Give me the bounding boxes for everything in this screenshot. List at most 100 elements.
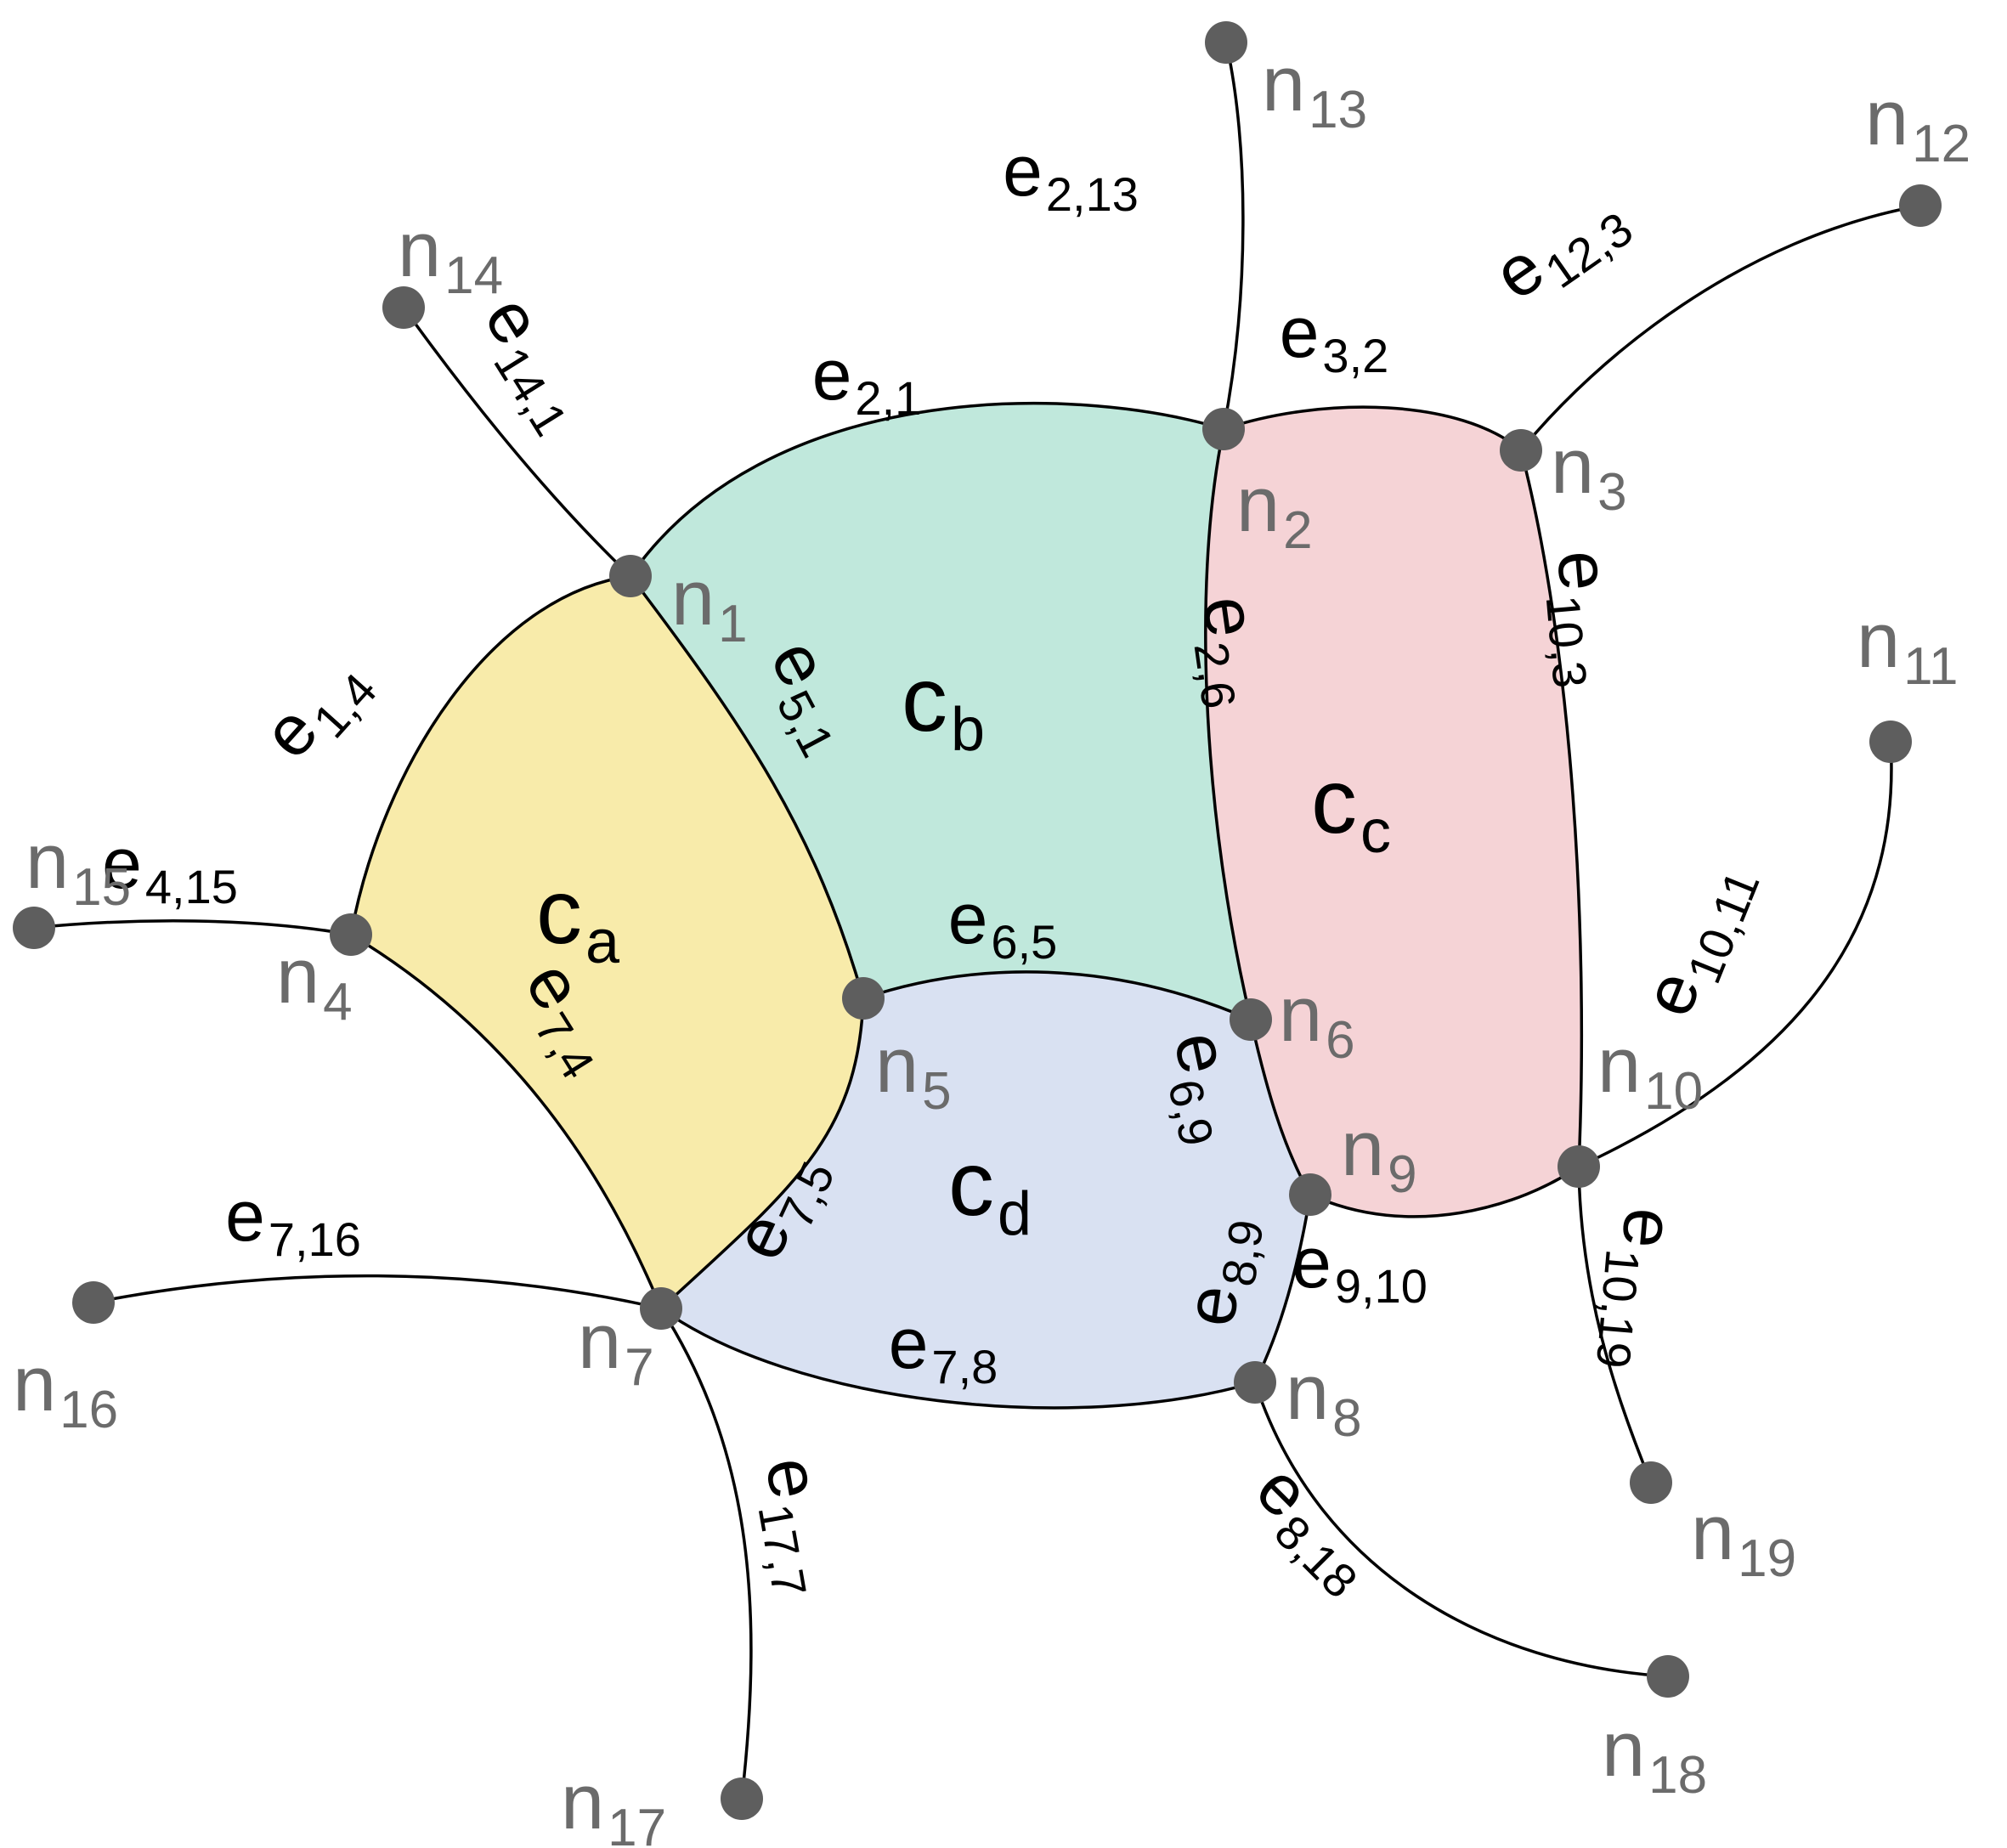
edge-label-e2-6-subscript: 2,6 — [1184, 639, 1246, 712]
node-label-n1-base: n — [671, 555, 715, 641]
node-label-n16: n16 — [13, 1341, 118, 1439]
node-label-n13-subscript: 13 — [1309, 81, 1367, 139]
node-n5 — [842, 977, 885, 1020]
node-label-n16-subscript: 16 — [59, 1381, 118, 1439]
node-label-n10-subscript: 10 — [1644, 1062, 1703, 1121]
node-label-n3: n3 — [1551, 423, 1627, 522]
node-label-n14-base: n — [398, 206, 441, 293]
node-label-n4-base: n — [276, 933, 319, 1020]
node-label-n19-subscript: 19 — [1738, 1529, 1796, 1588]
edge-label-e17-7: e17,7 — [741, 1451, 853, 1601]
node-label-n6-base: n — [1279, 971, 1322, 1058]
node-n16 — [72, 1281, 115, 1324]
node-label-n9-base: n — [1341, 1105, 1384, 1192]
node-label-n17-subscript: 17 — [608, 1799, 666, 1848]
node-label-n19: n19 — [1691, 1489, 1796, 1588]
node-label-n7-subscript: 7 — [625, 1338, 653, 1397]
edge-label-e6-5: e6,5 — [948, 879, 1058, 969]
node-label-n2-base: n — [1236, 461, 1280, 548]
edge-label-e8-9-subscript: 8,9 — [1211, 1217, 1273, 1290]
edge-label-e4-15-subscript: 4,15 — [145, 860, 238, 913]
edge-e2-1 — [629, 402, 1225, 578]
node-label-n13: n13 — [1262, 41, 1367, 139]
edge-e1-4 — [349, 574, 632, 936]
edge-label-e7-8: e7,8 — [889, 1303, 998, 1393]
node-label-n4: n4 — [276, 933, 353, 1031]
node-label-n18-base: n — [1602, 1706, 1645, 1793]
edge-e8-9 — [1253, 1193, 1312, 1384]
edge-label-e3-2: e3,2 — [1280, 292, 1389, 382]
edge-e9-10 — [1309, 1165, 1580, 1218]
node-label-n14: n14 — [398, 206, 503, 305]
edge-label-e1-4: e1,4 — [247, 638, 387, 779]
edge-label-e7-16-subscript: 7,16 — [269, 1212, 361, 1266]
node-label-n16-base: n — [13, 1341, 56, 1427]
node-label-n9: n9 — [1341, 1105, 1417, 1204]
edge-label-e8-18: e8,18 — [1234, 1449, 1394, 1608]
node-label-n19-base: n — [1691, 1489, 1734, 1576]
node-label-n12-subscript: 12 — [1912, 115, 1970, 173]
edge-label-e7-8-subscript: 7,8 — [931, 1340, 998, 1393]
node-n3 — [1500, 429, 1542, 472]
edge-e17-7 — [659, 1307, 753, 1800]
cell-d-label: cd — [948, 1132, 1032, 1248]
edge-label-e10-11: e10,11 — [1627, 850, 1770, 1031]
node-label-n8-base: n — [1286, 1349, 1329, 1436]
node-n11 — [1869, 721, 1912, 763]
node-n15 — [13, 907, 55, 949]
edge-e7-8 — [659, 1307, 1257, 1410]
node-label-n8: n8 — [1286, 1349, 1362, 1448]
node-label-n15-subscript: 15 — [72, 858, 131, 917]
edge-label-e7-8-base: e — [889, 1303, 929, 1383]
node-label-n7: n7 — [578, 1298, 654, 1397]
node-n1 — [609, 555, 652, 597]
node-n12 — [1899, 184, 1942, 227]
edge-e7-4 — [349, 933, 663, 1310]
node-label-n6-subscript: 6 — [1326, 1011, 1354, 1070]
node-n9 — [1289, 1173, 1331, 1216]
edge-label-e17-7-subscript: 17,7 — [748, 1500, 817, 1601]
cell-d-label-subscript: d — [998, 1180, 1032, 1248]
edges-layer — [32, 41, 1922, 1800]
node-label-n17: n17 — [561, 1759, 666, 1848]
edge-label-e7-16-base: e — [225, 1176, 265, 1256]
edge-label-e17-7-base: e — [750, 1451, 836, 1504]
edge-label-e10-19: e10,19 — [1586, 1204, 1690, 1373]
cell-a-label-subscript: a — [585, 908, 620, 976]
node-label-n10-base: n — [1597, 1022, 1641, 1109]
node-n4 — [330, 913, 372, 956]
node-label-n15-base: n — [25, 818, 69, 905]
node-n19 — [1630, 1461, 1672, 1504]
node-n2 — [1202, 408, 1245, 450]
edge-label-e2-1: e2,1 — [812, 335, 922, 425]
node-label-n7-base: n — [578, 1298, 621, 1385]
node-label-n5-subscript: 5 — [922, 1062, 951, 1121]
edge-label-e2-6: e2,6 — [1178, 591, 1282, 712]
cell-d-region — [661, 971, 1310, 1408]
edge-e3-2 — [1222, 405, 1523, 452]
node-label-n1-subscript: 1 — [718, 595, 747, 653]
edge-e5-1 — [629, 574, 865, 1000]
node-n13 — [1205, 21, 1247, 64]
edge-label-e10-19-subscript: 10,19 — [1586, 1247, 1650, 1370]
cell-a-label-base: c — [536, 860, 582, 963]
cell-c-label: cc — [1311, 749, 1391, 866]
node-label-n13-base: n — [1262, 41, 1305, 127]
edge-e10-11 — [1577, 740, 1893, 1168]
node-label-n3-subscript: 3 — [1597, 463, 1626, 522]
edge-label-e10-3-subscript: 10,3 — [1536, 593, 1597, 690]
node-label-n11-base: n — [1857, 597, 1900, 684]
node-label-n11-subscript: 11 — [1903, 637, 1958, 696]
node-label-n10: n10 — [1597, 1022, 1703, 1121]
node-n6 — [1230, 998, 1272, 1041]
edge-label-e4-15-base: e — [102, 823, 142, 903]
edge-e2-13 — [1222, 41, 1245, 431]
node-n14 — [382, 286, 425, 329]
node-label-n9-subscript: 9 — [1388, 1145, 1416, 1204]
edge-label-e9-10-subscript: 9,10 — [1335, 1259, 1428, 1313]
node-label-n6: n6 — [1279, 971, 1355, 1070]
edge-e10-3 — [1519, 449, 1584, 1168]
cell-b-label-subscript: b — [951, 696, 985, 764]
